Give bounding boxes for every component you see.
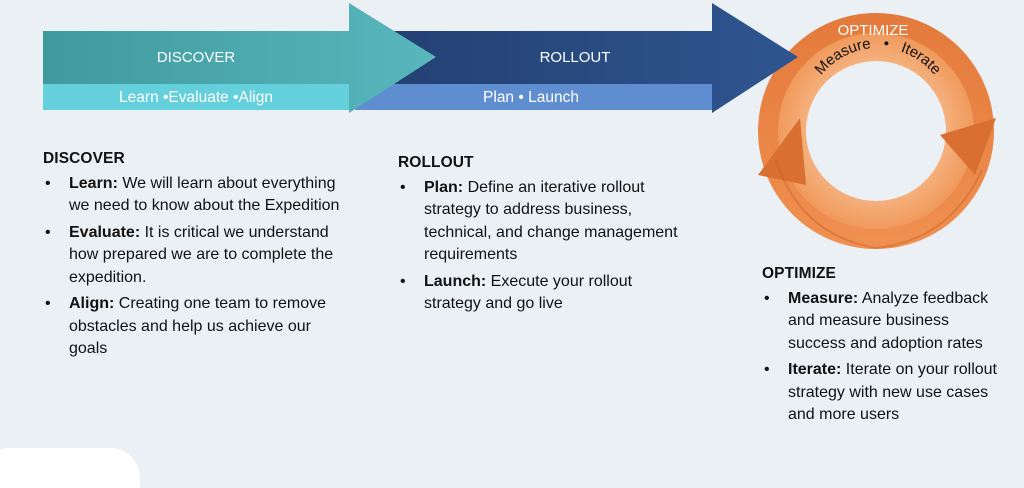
optimize-cycle [758, 13, 996, 250]
item-text: Define an iterative rollout strategy to … [424, 178, 678, 264]
rollout-item-launch: • Launch: Execute your rollout strategy a… [398, 271, 688, 316]
discover-arrow-title: DISCOVER [157, 49, 236, 66]
discover-arrow [43, 3, 436, 113]
discover-section: DISCOVER • Learn: We will learn about eve… [43, 148, 353, 365]
bullet-icon: • [400, 272, 406, 290]
bullet-icon: • [45, 174, 51, 192]
item-text: We will learn about everything we need t… [69, 174, 340, 215]
cycle-arrow-right [940, 118, 996, 175]
process-diagram: DISCOVER Learn •Evaluate •Align ROLLOUT … [0, 3, 1002, 488]
rollout-list: • Plan: Define an iterative rollout strat… [398, 177, 688, 316]
corner-shape [0, 448, 140, 488]
discover-item-align: • Align: Creating one team to remove obst… [43, 293, 353, 361]
item-text: It is critical we understand how prepare… [69, 223, 334, 286]
optimize-item-iterate: • Iterate: Iterate on your rollout strate… [762, 359, 1002, 427]
item-term: Evaluate: [69, 223, 141, 241]
bullet-icon: • [45, 223, 51, 241]
rollout-arrow [355, 3, 798, 113]
cycle-shadow [775, 159, 983, 250]
arc-separator: • [883, 35, 890, 52]
rollout-item-plan: • Plan: Define an iterative rollout strat… [398, 177, 688, 267]
optimize-item-measure: • Measure: Analyze feedback and measure b… [762, 288, 1002, 356]
discover-subbar [43, 84, 349, 110]
bullet-icon: • [764, 289, 770, 307]
bullet-icon: • [45, 295, 51, 312]
discover-arrow-subtitle: Learn •Evaluate •Align [119, 89, 273, 106]
optimize-heading: OPTIMIZE [762, 265, 836, 282]
discover-item-evaluate: • Evaluate: It is critical we understand … [43, 222, 353, 290]
item-term: Plan: [424, 178, 464, 196]
rollout-section: ROLLOUT • Plan: Define an iterative rollo… [398, 152, 688, 320]
optimize-ring-inner [806, 61, 946, 201]
optimize-section: OPTIMIZE • Measure: Analyze feedback and … [762, 263, 1002, 431]
item-term: Launch: [424, 272, 487, 290]
item-text: Analyze feedback and measure business su… [788, 289, 989, 352]
rollout-arrow-title: ROLLOUT [540, 49, 611, 66]
discover-heading: DISCOVER [43, 150, 125, 167]
cycle-arrow-left [758, 118, 806, 185]
item-text: Creating one team to remove obstacles an… [69, 295, 326, 357]
item-text: Execute your rollout strategy and go liv… [424, 272, 633, 313]
discover-list: • Learn: We will learn about everything w… [43, 173, 353, 361]
optimize-arrow-title: OPTIMIZE [838, 22, 909, 39]
diagram-graphics: DISCOVER Learn •Evaluate •Align ROLLOUT … [43, 3, 996, 250]
optimize-list: • Measure: Analyze feedback and measure b… [762, 288, 1002, 427]
discover-arrow-shape [43, 3, 436, 113]
rollout-arrow-subtitle: Plan • Launch [483, 89, 579, 106]
rollout-heading: ROLLOUT [398, 154, 474, 171]
discover-item-learn: • Learn: We will learn about everything w… [43, 173, 353, 218]
rollout-arrow-shape [355, 3, 798, 113]
bullet-icon: • [764, 361, 770, 378]
bullet-icon: • [400, 178, 406, 196]
item-term: Measure: [788, 289, 859, 307]
item-text: Iterate on your rollout strategy with ne… [788, 361, 997, 423]
item-term: Iterate: [788, 361, 842, 378]
rollout-subbar [355, 84, 712, 110]
item-term: Learn: [69, 174, 118, 192]
item-term: Align: [69, 295, 115, 312]
